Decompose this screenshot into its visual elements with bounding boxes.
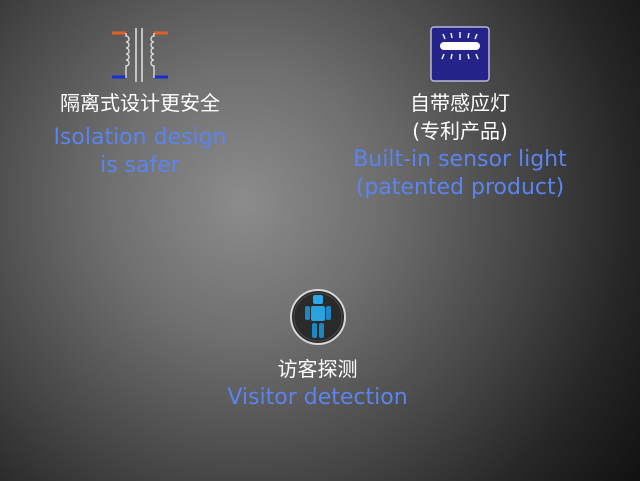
transformer-icon: [110, 26, 170, 84]
isolation-title-en-line2: is safer: [100, 153, 180, 178]
feature-sensor-light: 自带感应灯 (专利产品) Built-in sensor light (pate…: [340, 26, 580, 202]
isolation-title-en-line1: Isolation design: [53, 125, 227, 150]
sensor-title-en-line2: (patented product): [355, 175, 565, 200]
feature-visitor-detection: 访客探测 Visitor detection: [200, 288, 435, 412]
sensor-title-zh-line2: (专利产品): [412, 119, 508, 143]
isolation-title-zh: 隔离式设计更安全: [60, 91, 220, 115]
person-detect-icon: [289, 288, 347, 346]
sensor-light-icon: [430, 26, 490, 82]
sensor-title-en-line1: Built-in sensor light: [353, 147, 567, 172]
visitor-title-zh: 访客探测: [277, 357, 358, 381]
feature-isolation: 隔离式设计更安全 Isolation design is safer: [30, 26, 250, 180]
sensor-title-zh-line1: 自带感应灯: [410, 91, 510, 115]
visitor-title-en: Visitor detection: [227, 385, 408, 410]
